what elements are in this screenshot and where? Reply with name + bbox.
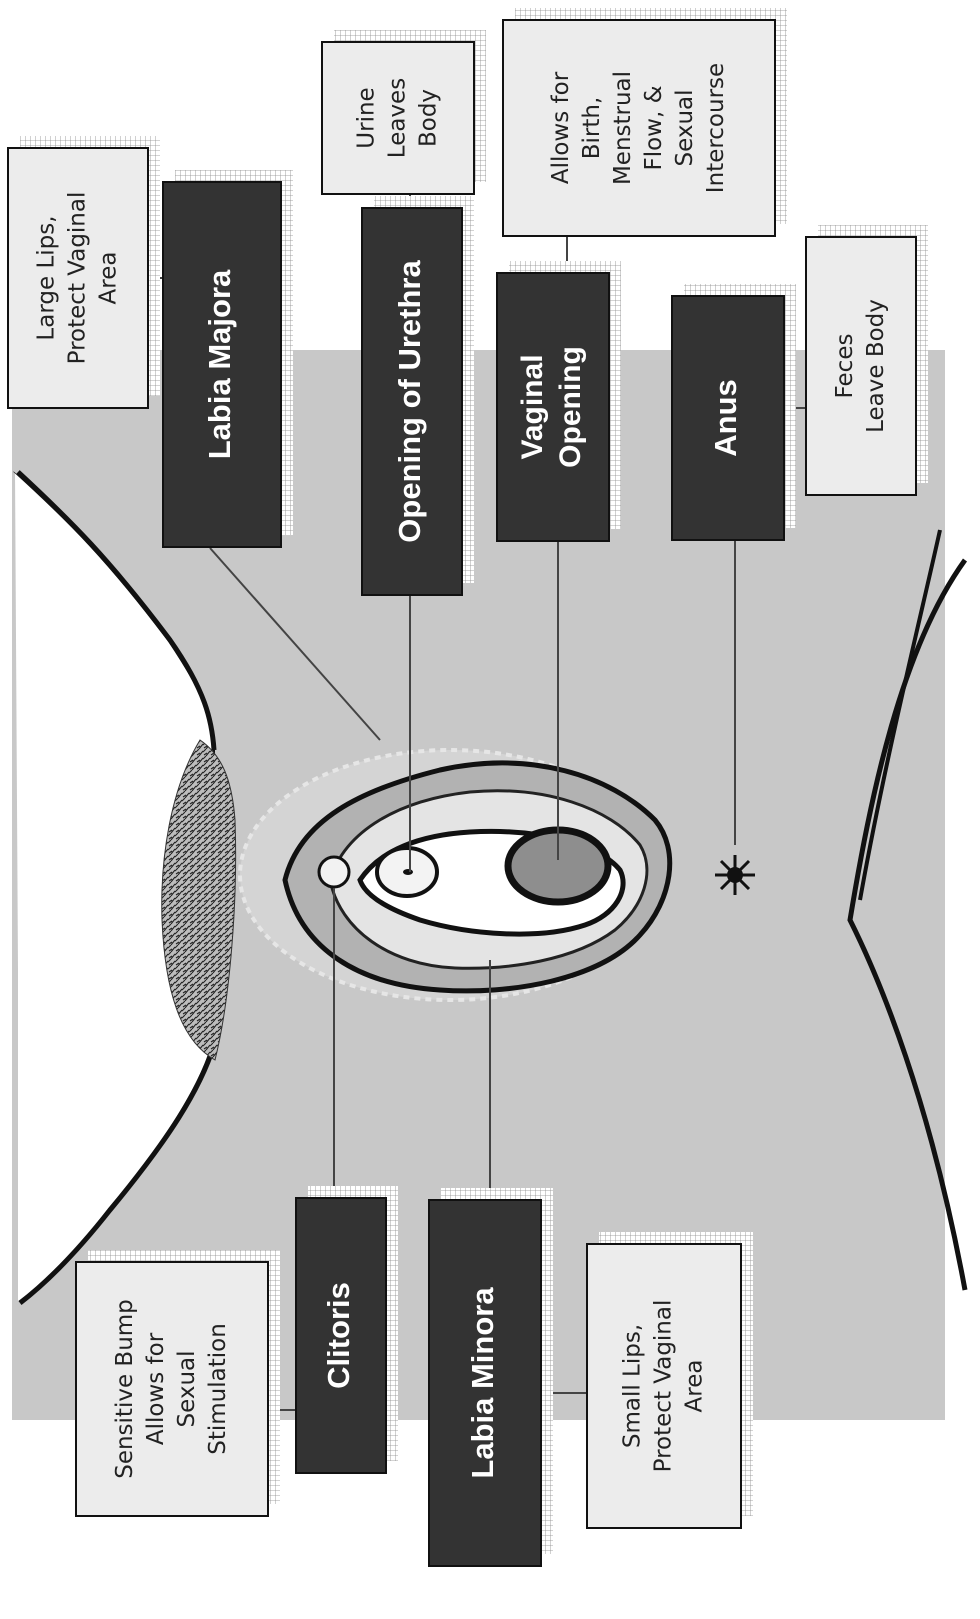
desc-text: Leaves	[385, 78, 411, 158]
desc-text: Sexual	[174, 1350, 200, 1427]
desc-text: Urine	[354, 87, 380, 148]
desc-text: Allows for	[548, 71, 574, 184]
desc-box	[502, 19, 776, 237]
title-text: Anus	[708, 379, 743, 457]
anus-mark	[715, 855, 755, 895]
desc-text: Stimulation	[205, 1323, 231, 1455]
desc-text: Small Lips,	[620, 1324, 646, 1448]
title-text: Labia Minora	[465, 1287, 500, 1479]
title-box	[496, 272, 610, 542]
desc-text: Leave Body	[863, 299, 889, 433]
leader-line	[209, 547, 381, 741]
desc-text: Birth,	[579, 97, 605, 160]
desc-text: Menstrual	[610, 71, 636, 185]
title-text: Clitoris	[321, 1282, 356, 1389]
title-box	[361, 207, 463, 596]
title-box	[428, 1199, 542, 1567]
desc-box	[321, 41, 475, 195]
title-box	[295, 1197, 387, 1474]
desc-box	[7, 147, 149, 409]
title-text: Vaginal	[516, 354, 549, 459]
desc-box	[75, 1261, 269, 1517]
title-text: Opening of Urethra	[392, 260, 427, 543]
desc-text: Area	[682, 1360, 708, 1413]
buttocks-curve	[847, 558, 968, 1291]
desc-text: Flow, &	[641, 85, 667, 170]
buttock-crease	[858, 529, 942, 901]
title-box	[162, 181, 282, 548]
clitoris-dot	[317, 855, 351, 889]
desc-text: Sensitive Bump	[112, 1299, 138, 1479]
desc-text: Large Lips,	[34, 215, 60, 340]
desc-text: Protect Vaginal	[651, 1300, 677, 1473]
title-text: Labia Majora	[202, 269, 237, 459]
urethra-dot	[403, 869, 413, 875]
desc-box	[586, 1243, 742, 1529]
desc-text: Sexual	[672, 89, 698, 166]
desc-text: Area	[96, 252, 122, 305]
pubic-hair	[161, 739, 237, 1061]
desc-text: Intercourse	[703, 63, 729, 193]
desc-text: Body	[416, 89, 442, 147]
desc-text: Feces	[832, 334, 858, 399]
desc-text: Allows for	[143, 1332, 169, 1445]
desc-box	[805, 236, 917, 496]
body-outline-stroke	[16, 470, 217, 1305]
desc-text: Protect Vaginal	[65, 192, 91, 365]
title-text: Opening	[554, 346, 587, 468]
title-box	[671, 295, 785, 541]
